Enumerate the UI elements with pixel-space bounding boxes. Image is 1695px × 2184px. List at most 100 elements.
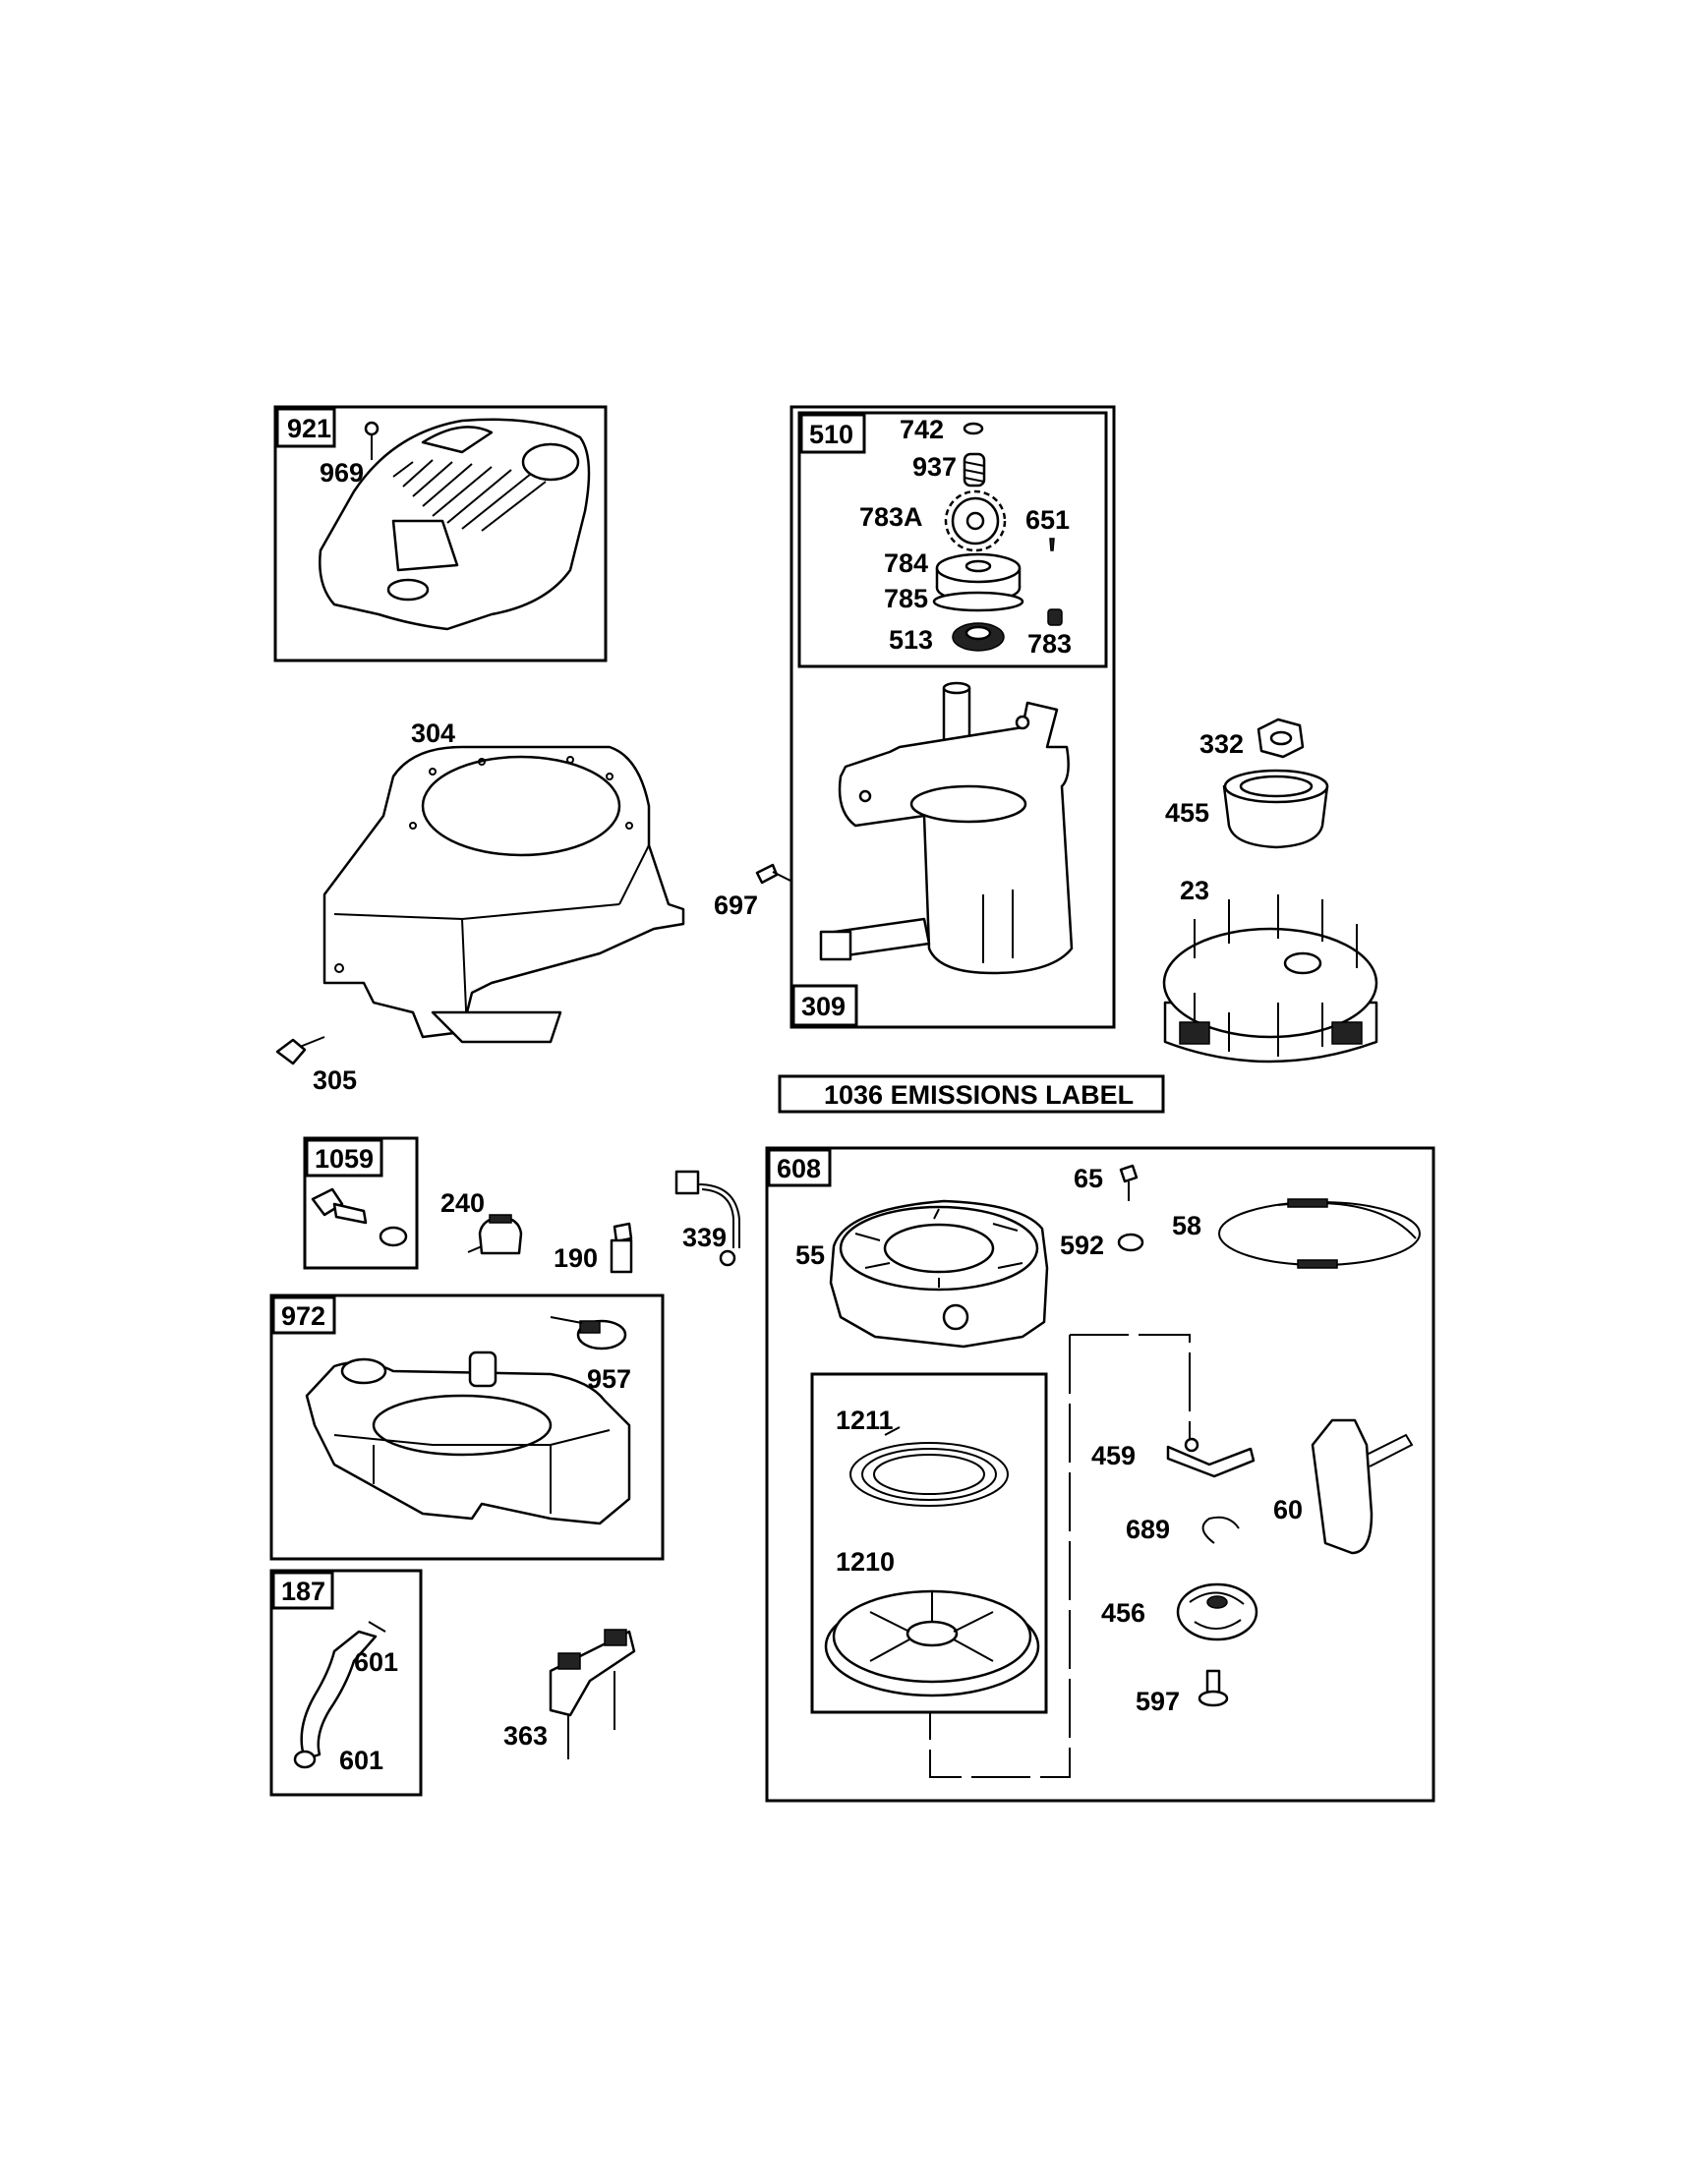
- retainer-689-icon: [1201, 1516, 1240, 1544]
- part-240-label: 240: [440, 1188, 485, 1218]
- part-305-label: 305: [313, 1065, 357, 1095]
- rope-58-icon: [1218, 1198, 1421, 1269]
- retainer-742-icon: [963, 422, 984, 435]
- assembly-line-lower: [929, 1335, 1071, 1778]
- part-513-label: 513: [889, 625, 933, 655]
- part-339-label: 339: [682, 1223, 727, 1252]
- group-510-frame: [797, 411, 1108, 668]
- part-455-label: 455: [1165, 798, 1209, 828]
- part-783-label: 783: [1027, 629, 1072, 659]
- emissions-label-frame: [778, 1074, 1165, 1114]
- part-742-label: 742: [900, 415, 944, 444]
- wire-339-icon: [674, 1170, 740, 1267]
- part-55-label: 55: [795, 1240, 825, 1270]
- part-304-label: 304: [411, 718, 455, 748]
- screw-597-icon: [1198, 1669, 1229, 1707]
- group-608: 608 55 65 592 58 1211: [765, 1146, 1435, 1803]
- blower-cover-icon: [319, 418, 591, 631]
- hose-187-icon: [293, 1621, 386, 1769]
- cam-456-icon: [1176, 1582, 1258, 1641]
- part-332-label: 332: [1199, 729, 1244, 759]
- group-309-frame: [789, 405, 1116, 1029]
- part-937-label: 937: [912, 452, 957, 482]
- group-1059: 1059: [303, 1136, 419, 1270]
- part-65-label: 65: [1074, 1164, 1103, 1193]
- group-187-tag: [271, 1571, 334, 1610]
- starter-housing-55-icon: [829, 1199, 1049, 1349]
- emissions-label: 1036 EMISSIONS LABEL: [824, 1080, 1134, 1110]
- pawl-459-icon: [1166, 1437, 1256, 1478]
- part-23-label: 23: [1180, 876, 1209, 905]
- nut-592-icon: [1117, 1233, 1144, 1252]
- group-1059-frame: [303, 1136, 419, 1270]
- part-957-label: 957: [587, 1364, 631, 1394]
- washer-785-icon: [932, 591, 1024, 612]
- group-1059-tag: [305, 1138, 383, 1178]
- group-309: 309: [789, 405, 1116, 1029]
- group-510-number: 510: [809, 420, 853, 449]
- part-190-label: 190: [554, 1243, 598, 1273]
- group-608-tag: [767, 1148, 832, 1187]
- group-510-tag: [799, 413, 866, 454]
- group-187-number: 187: [281, 1577, 325, 1606]
- part-969-label: 969: [320, 458, 364, 488]
- part-1211-label: 1211: [836, 1406, 894, 1435]
- part-689-label: 689: [1126, 1515, 1170, 1544]
- group-309-number: 309: [801, 992, 846, 1021]
- group-187: 187 601 601: [269, 1569, 423, 1797]
- starter-cup-455-icon: [1222, 769, 1329, 849]
- part-456-label: 456: [1101, 1598, 1145, 1628]
- pulley-1210-icon: [824, 1589, 1040, 1697]
- part-784-label: 784: [884, 548, 928, 578]
- ground-switch-240-icon: [467, 1214, 523, 1255]
- group-608-frame: [765, 1146, 1435, 1803]
- group-608-number: 608: [777, 1154, 821, 1183]
- spring-783-icon: [1047, 608, 1063, 626]
- stud-190-icon: [610, 1222, 633, 1274]
- part-60-label: 60: [1273, 1495, 1303, 1524]
- group-921-tag: [275, 407, 336, 448]
- clutch-784-icon: [935, 552, 1022, 603]
- cap-957-icon: [550, 1316, 627, 1351]
- part-783A-label: 783A: [859, 502, 923, 532]
- group-972-tag: [271, 1295, 336, 1335]
- part-1210-label: 1210: [836, 1547, 895, 1577]
- part-651-label: 651: [1025, 505, 1070, 535]
- group-921: 921 969: [273, 405, 608, 662]
- group-921-frame: [273, 405, 608, 662]
- group-972-number: 972: [281, 1301, 325, 1331]
- group-309-tag: [791, 984, 858, 1027]
- bracket-363-icon: [549, 1629, 636, 1759]
- screw-65-icon: [1119, 1164, 1139, 1201]
- group-187-frame: [269, 1569, 423, 1797]
- flywheel-23-icon: [1162, 894, 1378, 1063]
- part-597-label: 597: [1136, 1687, 1180, 1716]
- shoulder-bolt-1059-icon: [311, 1187, 408, 1247]
- part-697-label: 697: [714, 891, 758, 920]
- blower-housing-304-icon: [322, 745, 685, 1044]
- group-972: 972 957: [269, 1293, 665, 1561]
- group-510: 510 742 937 783A 651 784 785 513: [797, 411, 1108, 668]
- part-601-label-bottom: 601: [339, 1746, 383, 1775]
- starter-motor-icon: [819, 681, 1074, 975]
- screw-969-icon: [364, 421, 380, 460]
- drive-gear-783A-icon: [944, 489, 1007, 552]
- part-58-label: 58: [1172, 1211, 1201, 1240]
- part-592-label: 592: [1060, 1231, 1104, 1260]
- part-459-label: 459: [1091, 1441, 1136, 1470]
- part-363-label: 363: [503, 1721, 548, 1751]
- spring-937-icon: [963, 452, 986, 488]
- screw-697-icon: [755, 863, 793, 885]
- group-921-number: 921: [287, 414, 331, 443]
- bolt-305-icon: [275, 1036, 325, 1065]
- air-guide-972-icon: [305, 1351, 631, 1525]
- nut-332-icon: [1257, 718, 1305, 759]
- handle-60-icon: [1311, 1418, 1414, 1555]
- group-972-frame: [269, 1293, 665, 1561]
- part-785-label: 785: [884, 584, 928, 613]
- recoil-spring-1211-icon: [849, 1426, 1009, 1507]
- pin-651-icon: [1049, 538, 1055, 551]
- pinion-513-icon: [952, 622, 1005, 652]
- part-601-label-top: 601: [354, 1647, 398, 1677]
